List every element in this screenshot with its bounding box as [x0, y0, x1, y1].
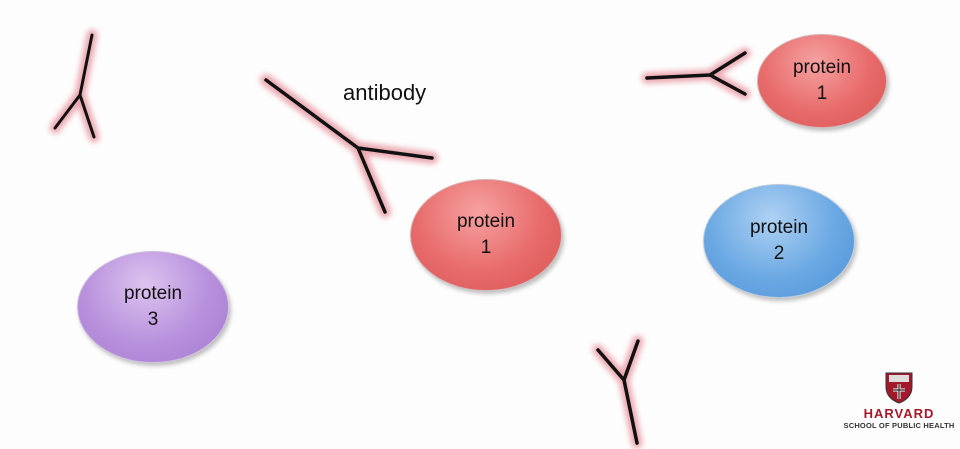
protein-name: protein	[792, 57, 852, 78]
protein-2: protein 2	[703, 184, 855, 298]
protein-1-center: protein 1	[410, 179, 562, 291]
protein-name: protein	[749, 217, 809, 238]
protein-3: protein 3	[77, 251, 229, 363]
antibody-top-right	[641, 47, 751, 100]
antibody-bottom	[592, 335, 644, 449]
antibody-label: antibody	[343, 80, 427, 105]
protein-1-top: protein 1	[757, 34, 887, 128]
protein-number: 1	[480, 237, 492, 258]
antibody-large	[260, 74, 438, 218]
antibody-top-left	[49, 29, 100, 143]
protein-name: protein	[123, 283, 183, 304]
logo-subtitle: SCHOOL OF PUBLIC HEALTH	[843, 421, 955, 430]
protein-name: protein	[456, 211, 516, 232]
protein-number: 1	[816, 83, 828, 104]
harvard-logo: HARVARD SCHOOL OF PUBLIC HEALTH	[838, 371, 960, 441]
protein-number: 2	[773, 243, 785, 264]
protein-number: 3	[147, 309, 159, 330]
shield-icon	[885, 372, 913, 404]
logo-name: HARVARD	[863, 406, 935, 421]
